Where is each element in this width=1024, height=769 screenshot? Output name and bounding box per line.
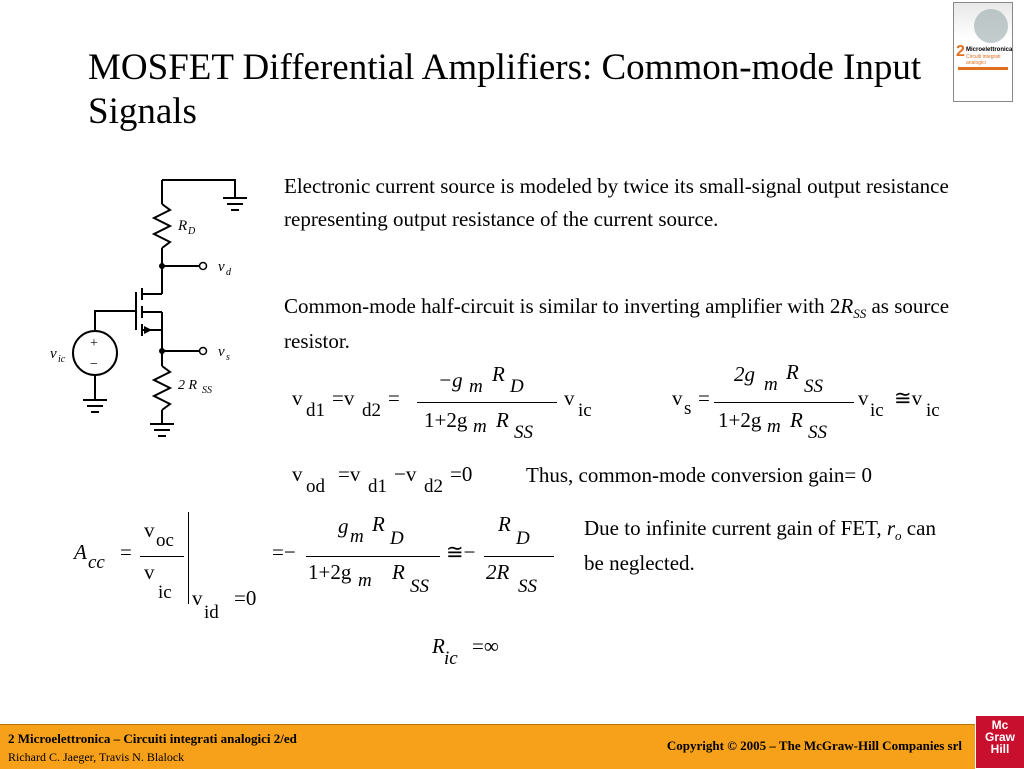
rss-label: 2 R [178,378,198,393]
vod-sub: od [306,476,325,497]
acc-id-zero: =0 [234,586,257,610]
paragraph-current-source: Electronic current source is modeled by … [284,174,949,231]
vs-label: v [218,344,225,360]
logo-graw: Graw [984,730,1015,744]
acc-a: A [74,540,87,564]
vd-label-sub: d [226,267,232,278]
thus-text: Thus, common-mode conversion gain= 0 [526,463,873,487]
paragraph-due: Due to infinite current gain of FET, ro … [584,512,944,580]
rd-label: R [177,218,187,234]
book-title: Microelettronica [966,47,1013,53]
rd-label-sub: D [187,226,196,237]
common-mode-half-circuit: R D v d v s 2 R SS v ic + − [50,179,247,437]
footer-authors: Richard C. Jaeger, Travis N. Blalock [8,750,185,764]
vod-v: v [292,462,303,486]
acc-denominator: 1+2g [308,560,352,584]
logo-mc: Mc [991,718,1009,732]
ric-r: R [432,634,445,658]
paragraph-half-circuit-a: Common-mode half-circuit is similar to i… [284,294,841,318]
footer-bar [0,724,975,769]
rss-label-sub: SS [202,385,212,396]
book-cover-image: 2 Microelettronica Circuiti integrati an… [953,2,1013,102]
footer-book-title: 2 Microelettronica – Circuiti integrati … [8,731,297,746]
vod-zero: =0 [450,462,473,486]
equation-vs: v s = 2g m R SS 1+2g m R SS v ic ≅v ic [672,360,940,443]
paragraph-half-circuit-b: as source resistor. [284,294,950,353]
ric-sub: ic [444,648,458,669]
footer-copyright: Copyright © 2005 – The McGraw-Hill Compa… [666,738,962,753]
vs-numerator: 2g [734,362,755,386]
vic-label: v [50,346,57,362]
book-subtitle: Circuiti integrati analogici [966,54,1001,66]
vd-numerator: −g [438,368,463,392]
ric-infinity: =∞ [472,634,499,658]
due-r-sub: o [895,528,902,543]
vic-label-sub: ic [58,354,66,365]
mcgraw-hill-logo: Mc Graw Hill [976,716,1024,768]
vd-denominator: 1+2g [424,408,468,432]
equation-acc: A cc = v oc v ic v id =0 =− g m R D 1+2g… [74,512,574,632]
due-r: r [886,516,896,540]
page-title: MOSFET Differential Amplifiers: Common-m… [88,47,922,132]
logo-hill: Hill [990,742,1010,756]
paragraph-r-sub: SS [853,306,867,321]
vs-label-sub: s [226,352,230,363]
vod-eq: =v [338,462,361,486]
due-text-a: Due to infinite current gain of FET, [584,516,887,540]
paragraph-half-circuit: Common-mode half-circuit is similar to i… [284,290,984,358]
source-plus: + [90,336,98,351]
acc-sub: cc [88,552,105,573]
equation-vd: v d1 =v d2 = −g m R D 1+2g m R SS v ic [292,362,592,443]
vs-denominator: 1+2g [718,408,762,432]
equation-ric: R ic =∞ [432,634,552,674]
due-text-b: can be neglected. [584,516,936,575]
paragraph-r: R [840,294,854,318]
vd-label: v [218,259,225,275]
equation-vod: v od =v d1 −v d2 =0 [292,462,473,497]
source-minus: − [90,357,98,372]
book-number: 2 [956,43,965,60]
